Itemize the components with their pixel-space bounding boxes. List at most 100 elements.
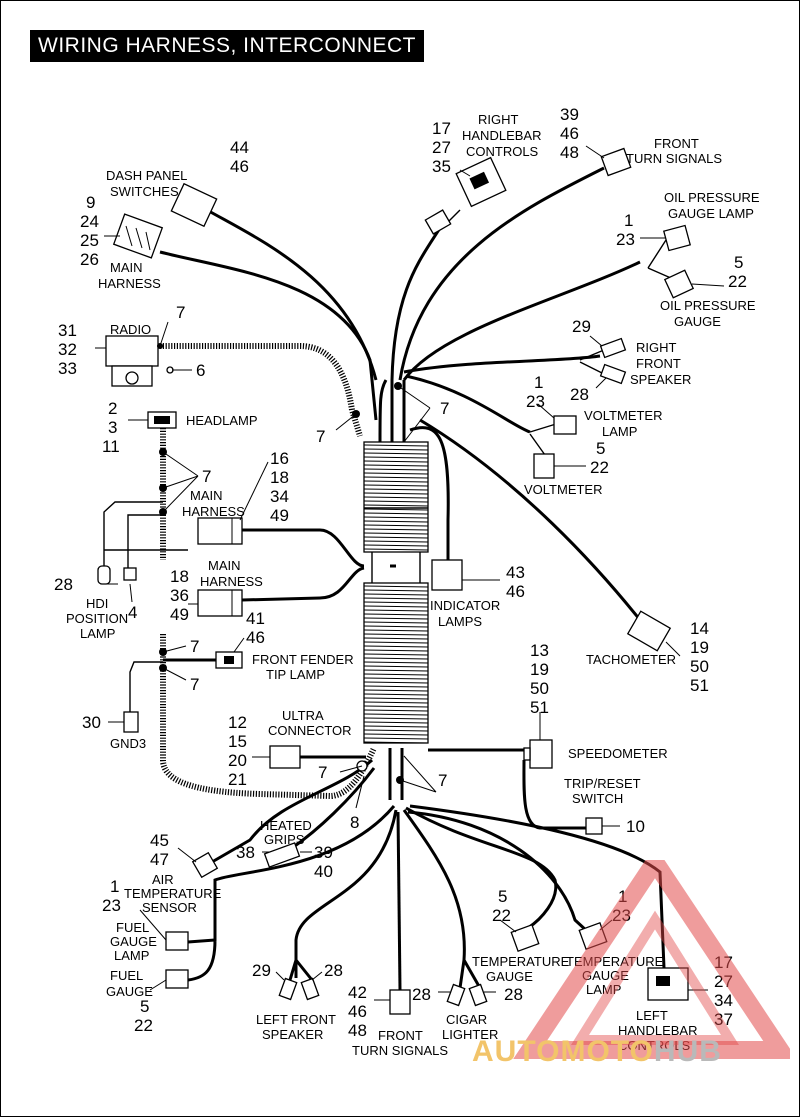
callout-right-speaker-b: 28 bbox=[570, 385, 589, 404]
voltmeter-connector bbox=[533, 453, 555, 479]
harness-coil-band bbox=[363, 601, 429, 604]
callout-clip-lower-right: 7 bbox=[438, 771, 447, 790]
harness-coil-band bbox=[363, 649, 429, 652]
harness-coil-band bbox=[363, 709, 429, 712]
harness-coil-band bbox=[363, 500, 429, 503]
harness-coil-band bbox=[363, 480, 429, 483]
harness-coil-band bbox=[363, 544, 429, 547]
harness-coil-band bbox=[363, 585, 429, 588]
harness-coil-band bbox=[363, 492, 429, 495]
harness-coil-band bbox=[363, 681, 429, 684]
harness-coil-band bbox=[363, 625, 429, 628]
harness-coil-band bbox=[363, 496, 429, 499]
dash-panel-connector bbox=[170, 182, 218, 228]
speedometer-label: SPEEDOMETER bbox=[568, 746, 668, 761]
harness-coil-band bbox=[363, 464, 429, 467]
main-harness-top-connector bbox=[112, 213, 164, 259]
harness-coil-band bbox=[363, 629, 429, 632]
gnd3-label: GND3 bbox=[110, 736, 146, 751]
main-harness-mid-connector bbox=[197, 517, 243, 545]
front-fender-connector bbox=[215, 651, 243, 669]
harness-coil-band bbox=[363, 713, 429, 716]
harness-coil-band bbox=[363, 705, 429, 708]
harness-coil-band bbox=[363, 673, 429, 676]
radio-label: RADIO bbox=[110, 322, 151, 337]
left-handlebar-connector bbox=[647, 967, 689, 1001]
harness-coil-band bbox=[363, 733, 429, 736]
harness-coil-band bbox=[363, 468, 429, 471]
callout-clip-lower-mid: 7 bbox=[318, 763, 327, 782]
harness-coil-band bbox=[363, 593, 429, 596]
harness-coil-band bbox=[363, 717, 429, 720]
harness-coil-band bbox=[363, 657, 429, 660]
ultra-connector bbox=[269, 745, 301, 769]
harness-coil-band bbox=[363, 605, 429, 608]
harness-coil-band bbox=[363, 484, 429, 487]
harness-coil-band bbox=[363, 508, 429, 511]
harness-coil-band bbox=[363, 641, 429, 644]
headlamp-connector bbox=[147, 411, 177, 429]
main-harness-low-connector bbox=[197, 589, 243, 617]
callout-cigar-b: 28 bbox=[504, 985, 523, 1004]
fuel-gauge-connector bbox=[165, 969, 189, 989]
right-handlebar-connector bbox=[424, 156, 507, 235]
harness-coil-band bbox=[363, 637, 429, 640]
temperature-gauge-connector bbox=[510, 924, 540, 952]
callout-cigar-a: 28 bbox=[412, 985, 431, 1004]
harness-coil-band bbox=[363, 472, 429, 475]
harness-coil-band bbox=[363, 677, 429, 680]
harness-coil-band bbox=[363, 528, 429, 531]
cigar-lighter-terminals bbox=[446, 983, 488, 1007]
harness-coil-band bbox=[363, 693, 429, 696]
speedometer-connector bbox=[523, 739, 553, 769]
hdi-position-lamp bbox=[97, 565, 137, 585]
harness-coil-band bbox=[363, 617, 429, 620]
front-turn-bottom-connector bbox=[389, 989, 411, 1015]
tachometer-connector bbox=[626, 610, 672, 652]
callout-heated-grips-left: 38 bbox=[236, 843, 255, 862]
oil-pressure-lamp-socket bbox=[662, 224, 692, 252]
harness-coil-band bbox=[363, 460, 429, 463]
callout-trip-reset: 10 bbox=[626, 817, 645, 836]
trip-reset-switch bbox=[585, 817, 603, 835]
headlamp-label: HEADLAMP bbox=[186, 413, 258, 428]
harness-coil-band bbox=[363, 448, 429, 451]
harness-coil-band bbox=[363, 548, 429, 551]
callout-clip-main-bundle: 7 bbox=[440, 399, 449, 418]
harness-coil-band bbox=[363, 444, 429, 447]
fuel-gauge-lamp-socket bbox=[165, 931, 189, 951]
harness-coil-band bbox=[363, 452, 429, 455]
callout-leaders bbox=[95, 145, 725, 1001]
